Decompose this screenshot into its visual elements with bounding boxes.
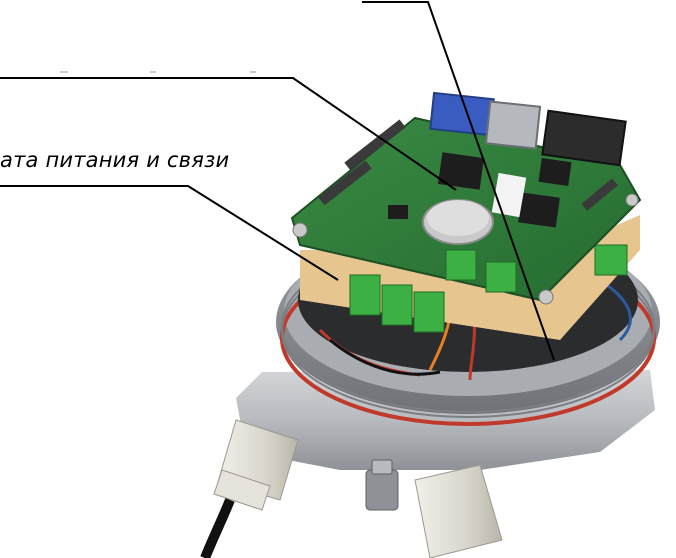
lower-terminal-blocks: [349, 244, 628, 333]
top-connectors: [429, 91, 627, 167]
center-plug: [365, 459, 399, 511]
callout-lines: [0, 0, 555, 361]
main-pcb: [290, 116, 642, 302]
cable-gland-left: [200, 419, 299, 558]
callout-label: ата питания и связи: [0, 148, 230, 172]
cable-gland-right: [414, 464, 503, 558]
screws: [292, 193, 639, 305]
